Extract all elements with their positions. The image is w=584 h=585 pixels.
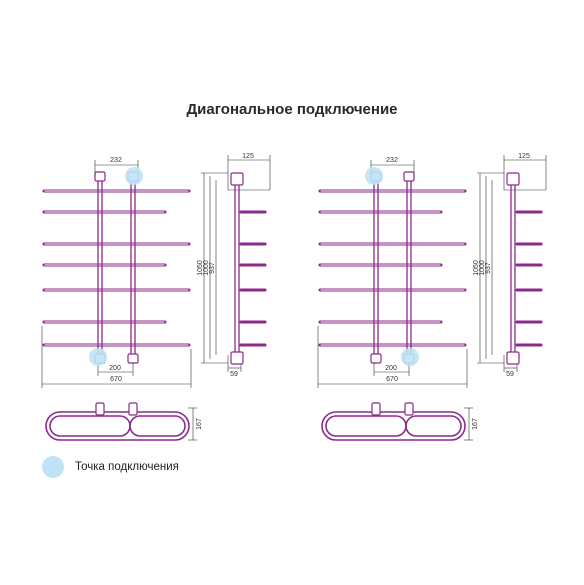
dim-depth-top: 125: [518, 153, 530, 160]
dim-bottom-offset: 59: [506, 371, 514, 378]
dim-height-1050: 1050: [473, 260, 480, 276]
dim-height-1000: 1000: [203, 260, 210, 276]
dim-bottom-offset: 59: [230, 371, 238, 378]
dim-height-937: 937: [209, 262, 216, 274]
connection-point-marker-bottom: [401, 348, 419, 366]
connection-point-icon: [42, 456, 64, 478]
dim-top-width: 232: [386, 157, 398, 164]
connection-point-marker-top: [125, 167, 143, 185]
dim-plan-depth: 167: [472, 418, 479, 430]
dimension-labels-right: 232 200 670 125 59 1050 1000 937 167: [385, 153, 530, 430]
page-title: Диагональное подключение: [186, 101, 398, 118]
diagram-left: [40, 153, 272, 442]
connection-point-marker-top: [365, 167, 383, 185]
dim-height-1000: 1000: [479, 260, 486, 276]
dimension-labels-left: 232 200 670 125 59 1050 1000 937 167: [109, 153, 254, 430]
connection-point-marker-bottom: [89, 348, 107, 366]
diagram-right: [316, 153, 548, 442]
dim-height-937: 937: [485, 262, 492, 274]
legend: Точка подключения: [42, 456, 179, 478]
dim-bottom-total: 670: [386, 376, 398, 383]
dim-top-width: 232: [110, 157, 122, 164]
dim-bottom-inner: 200: [385, 365, 397, 372]
dim-bottom-inner: 200: [109, 365, 121, 372]
dim-height-1050: 1050: [197, 260, 204, 276]
dim-depth-top: 125: [242, 153, 254, 160]
dim-bottom-total: 670: [110, 376, 122, 383]
dim-plan-depth: 167: [196, 418, 203, 430]
legend-label: Точка подключения: [75, 461, 179, 473]
